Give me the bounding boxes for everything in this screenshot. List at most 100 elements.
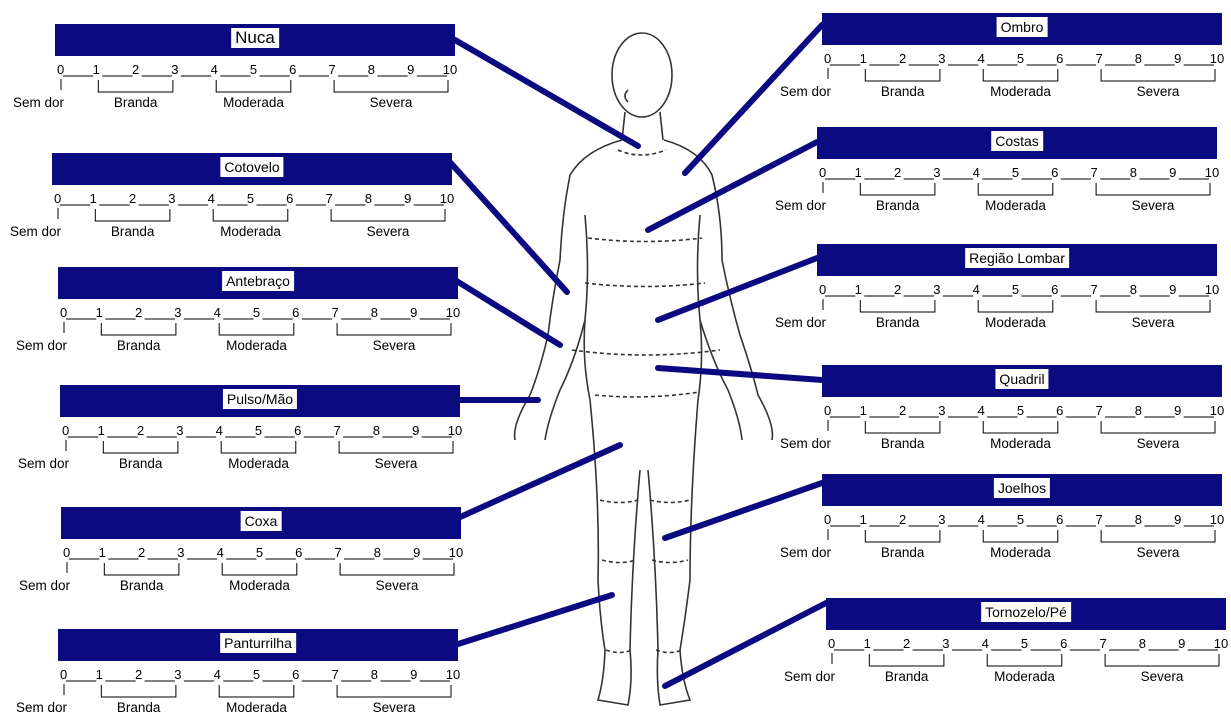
no-pain-label: Sem dor	[18, 456, 70, 471]
mild-label: Branda	[881, 545, 925, 560]
severity-bracket	[865, 421, 940, 433]
severity-bracket	[222, 563, 297, 575]
region-header-bar: Ombro	[822, 13, 1222, 45]
severe-label: Severa	[367, 224, 410, 239]
severity-bracket	[334, 80, 448, 92]
severity-bracket	[978, 183, 1053, 195]
severity-bracket	[340, 563, 454, 575]
region-name-label: Ombro	[997, 17, 1048, 37]
pain-scale-0-10: 012345678910Sem dorBrandaModeradaSevera	[817, 280, 1217, 340]
scale-number: 2	[129, 191, 136, 206]
scale-number: 10	[443, 62, 457, 77]
severity-bracket	[860, 183, 935, 195]
moderate-label: Moderada	[223, 95, 284, 110]
scale-number: 4	[978, 51, 985, 66]
scale-number: 6	[286, 191, 293, 206]
connector-joelhos	[665, 483, 822, 538]
mild-label: Branda	[876, 198, 920, 213]
scale-number: 3	[942, 636, 949, 651]
scale-number: 7	[1090, 282, 1097, 297]
severity-bracket	[983, 69, 1058, 81]
no-pain-label: Sem dor	[16, 338, 68, 353]
no-pain-label: Sem dor	[780, 436, 832, 451]
severity-bracket	[1101, 421, 1215, 433]
scale-number: 0	[63, 545, 70, 560]
scale-number: 7	[1095, 512, 1102, 527]
severe-label: Severa	[1137, 436, 1180, 451]
scale-number: 3	[933, 282, 940, 297]
scale-number: 9	[413, 545, 420, 560]
severity-bracket	[337, 685, 451, 697]
severity-bracket	[219, 323, 294, 335]
connector-costas	[648, 142, 817, 230]
scale-number: 1	[864, 636, 871, 651]
scale-number: 5	[256, 545, 263, 560]
scale-number: 9	[1169, 282, 1176, 297]
scale-number: 4	[208, 191, 215, 206]
no-pain-label: Sem dor	[16, 700, 68, 715]
moderate-label: Moderada	[994, 669, 1055, 684]
region-name-label: Costas	[991, 131, 1043, 151]
region-header-bar: Antebraço	[58, 267, 458, 299]
region-name-label: Tornozelo/Pé	[981, 602, 1071, 622]
region-name-label: Região Lombar	[965, 248, 1069, 268]
scale-number: 3	[938, 403, 945, 418]
severity-bracket	[221, 441, 296, 453]
severe-label: Severa	[1132, 315, 1175, 330]
scale-number: 8	[1130, 282, 1137, 297]
severity-bracket	[331, 209, 445, 221]
scale-number: 10	[446, 305, 460, 320]
scale-number: 6	[1056, 51, 1063, 66]
region-header-bar: Cotovelo	[52, 153, 452, 185]
scale-number: 4	[216, 423, 223, 438]
region-name-label: Pulso/Mão	[223, 389, 297, 409]
scale-number: 8	[373, 423, 380, 438]
region-header-bar: Região Lombar	[817, 244, 1217, 276]
pain-scale-panel-regiao-lombar: Região Lombar012345678910Sem dorBrandaMo…	[817, 244, 1217, 339]
mild-label: Branda	[117, 700, 161, 715]
severe-label: Severa	[1132, 198, 1175, 213]
scale-number: 10	[1210, 512, 1224, 527]
scale-number: 7	[1095, 403, 1102, 418]
severity-bracket	[1096, 300, 1210, 312]
scale-number: 5	[1017, 51, 1024, 66]
connector-regiao-lombar	[658, 258, 817, 320]
severe-label: Severa	[375, 456, 418, 471]
scale-number: 8	[371, 305, 378, 320]
scale-number: 2	[132, 62, 139, 77]
moderate-label: Moderada	[990, 84, 1051, 99]
scale-number: 0	[819, 165, 826, 180]
region-header-bar: Panturrilha	[58, 629, 458, 661]
scale-number: 2	[135, 305, 142, 320]
scale-number: 2	[138, 545, 145, 560]
scale-number: 1	[855, 282, 862, 297]
severity-bracket	[104, 563, 179, 575]
scale-number: 8	[1135, 403, 1142, 418]
scale-number: 1	[96, 667, 103, 682]
severity-bracket	[865, 530, 940, 542]
scale-number: 3	[933, 165, 940, 180]
scale-number: 6	[292, 305, 299, 320]
scale-number: 2	[137, 423, 144, 438]
scale-number: 2	[894, 282, 901, 297]
moderate-label: Moderada	[229, 578, 290, 593]
region-header-bar: Quadril	[822, 365, 1222, 397]
pain-scale-0-10: 012345678910Sem dorBrandaModeradaSevera	[822, 49, 1222, 109]
scale-number: 6	[289, 62, 296, 77]
severity-bracket	[865, 69, 940, 81]
region-name-label: Cotovelo	[220, 157, 283, 177]
pain-scale-panel-costas: Costas012345678910Sem dorBrandaModeradaS…	[817, 127, 1217, 222]
scale-number: 0	[824, 403, 831, 418]
severity-bracket	[1096, 183, 1210, 195]
moderate-label: Moderada	[228, 456, 289, 471]
moderate-label: Moderada	[990, 545, 1051, 560]
scale-number: 1	[860, 512, 867, 527]
moderate-label: Moderada	[226, 338, 287, 353]
moderate-label: Moderada	[220, 224, 281, 239]
region-name-label: Joelhos	[994, 478, 1050, 498]
scale-number: 5	[1021, 636, 1028, 651]
